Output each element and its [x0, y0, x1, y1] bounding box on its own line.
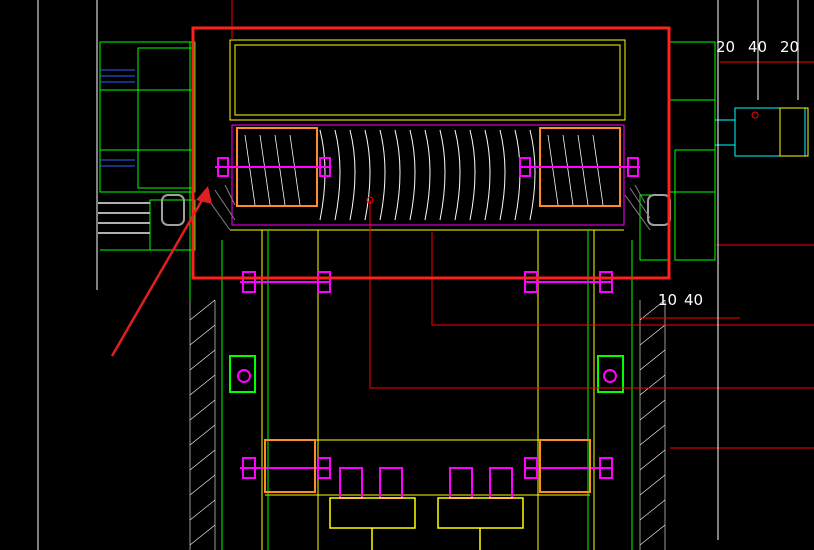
right-fitting-detail	[715, 107, 809, 157]
dim-label-10: 10	[658, 291, 677, 309]
lower-green-lines	[221, 230, 633, 550]
panel-bolts	[215, 157, 640, 177]
panel-outline	[229, 39, 626, 121]
right-gasket	[647, 194, 671, 226]
insulation-panel	[231, 124, 625, 226]
left-gray-glazing	[98, 202, 150, 234]
base-plates	[329, 497, 524, 550]
highlight-box	[191, 26, 671, 280]
dim-label-20-b: 20	[780, 38, 799, 56]
mid-bolts	[240, 271, 613, 479]
right-guide-lines	[717, 0, 799, 540]
dim-label-40: 40	[748, 38, 767, 56]
dim-label-20-a: 20	[716, 38, 735, 56]
left-frame-profile	[99, 41, 196, 300]
left-gasket	[161, 194, 185, 226]
left-guide-lines	[37, 0, 98, 550]
lower-steel-structure	[230, 229, 624, 550]
wall-hatching	[189, 299, 666, 550]
dimension-labels-top: 20 40 20	[716, 38, 799, 56]
left-blue-glass-lines	[100, 69, 135, 167]
base-anchors	[339, 467, 513, 499]
dimension-labels-right: 10 40	[658, 291, 703, 309]
bracket-anchors	[229, 355, 624, 393]
dim-label-40-right: 40	[684, 291, 703, 309]
right-frame-profile	[639, 41, 716, 261]
annotation-arrow	[110, 186, 212, 357]
lower-orange-plates	[264, 439, 591, 493]
leader-lines	[231, 0, 814, 449]
